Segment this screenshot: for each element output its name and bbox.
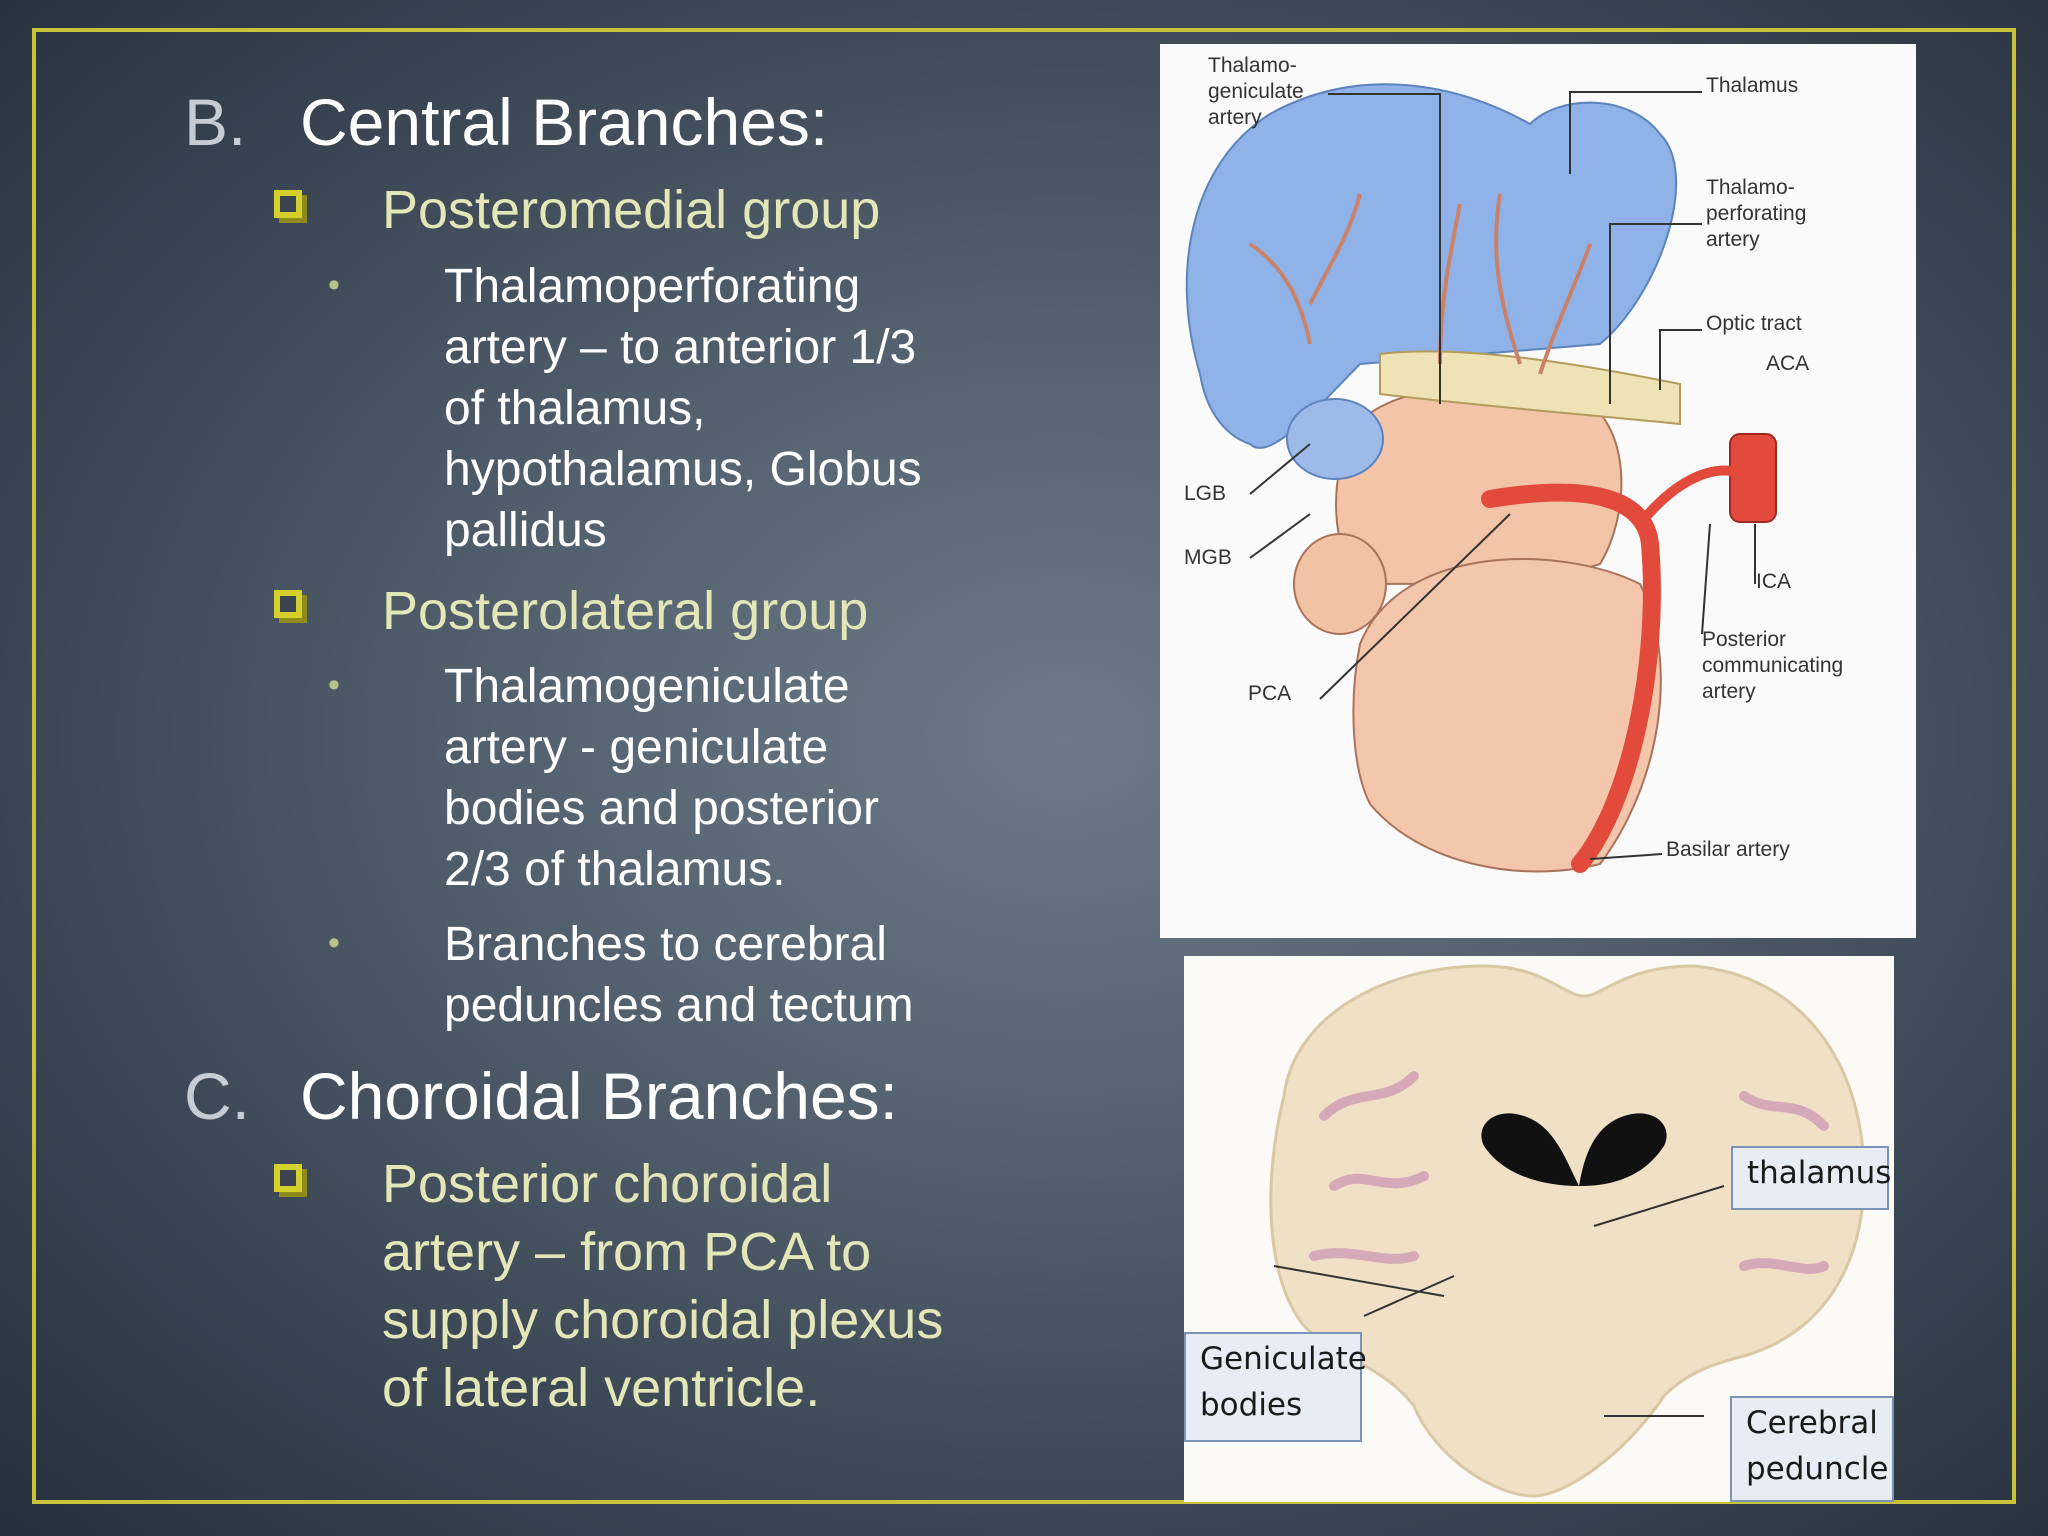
mgb-shape [1293, 533, 1387, 635]
label-thalamogeniculate-3: artery [1208, 106, 1262, 129]
text-line: Posterior choroidal [382, 1154, 833, 1214]
checkbox-bullet-icon [274, 1164, 302, 1192]
bullet-line: Thalamoperforating [444, 260, 861, 313]
section-b-title: Central Branches: [300, 85, 829, 159]
label-thalamoperforating-3: artery [1706, 228, 1760, 251]
thalamus-callout: thalamus [1731, 1146, 1892, 1210]
section-c-title: Choroidal Branches: [300, 1059, 898, 1133]
label-thalamoperforating-1: Thalamo- [1706, 176, 1795, 199]
thalamus-callout-text: thalamus [1747, 1155, 1892, 1191]
pons-shape [1352, 558, 1662, 873]
lgb-shape [1286, 398, 1384, 480]
bullet-dot-icon: • [328, 666, 340, 704]
bullet-line: artery – to anterior 1/3 [444, 321, 917, 374]
callout-line: bodies [1200, 1387, 1303, 1423]
label-pca: PCA [1248, 682, 1291, 705]
basilar-pca-artery [1481, 483, 1661, 873]
text-line: artery – from PCA to [382, 1222, 872, 1282]
callout-line: Cerebral [1746, 1405, 1878, 1441]
leader-lines [1249, 91, 1756, 860]
callout-line: Geniculate [1200, 1341, 1367, 1377]
ica-shape [1729, 433, 1777, 523]
cerebral-peduncle-callout: Cerebral peduncle [1730, 1396, 1894, 1502]
thalamic-branch-vessels [1248, 193, 1592, 375]
text-line: of lateral ventricle. [382, 1358, 821, 1418]
section-b-letter: B. [184, 85, 247, 159]
left-lateral-ventricle [1481, 1113, 1579, 1186]
bullet-dot-icon: • [328, 266, 340, 304]
label-thalamogeniculate-2: geniculate [1208, 80, 1304, 103]
optic-tract-shape [1379, 350, 1681, 426]
geniculate-bodies-callout: Geniculate bodies [1184, 1332, 1367, 1442]
cerebral-peduncles-bullet: Branches to cerebral peduncles and tectu… [444, 914, 914, 1036]
thalamus-shape [1185, 83, 1678, 449]
text-line: supply choroidal plexus [382, 1290, 944, 1350]
label-optic-tract: Optic tract [1706, 312, 1802, 335]
bullet-line: bodies and posterior [444, 782, 879, 835]
label-thalamoperforating-2: perforating [1706, 202, 1806, 225]
bullet-line: hypothalamus, Globus [444, 443, 922, 496]
thalamus-arterial-supply-figure: Thalamo- geniculate artery Thalamus Thal… [1160, 44, 1916, 938]
bullet-line: of thalamus, [444, 382, 706, 435]
bullet-line: Thalamogeniculate [444, 660, 850, 713]
leader-lines [1273, 1185, 1725, 1417]
brain-outline [1269, 964, 1866, 1498]
bullet-line: 2/3 of thalamus. [444, 843, 786, 896]
posterolateral-group-label: Posterolateral group [382, 581, 869, 641]
callout-line: peduncle [1746, 1451, 1889, 1487]
posteromedial-group-label: Posteromedial group [382, 180, 881, 240]
slide-frame [32, 28, 2016, 1504]
label-thalamus: Thalamus [1706, 74, 1798, 97]
right-lateral-ventricle [1579, 1113, 1667, 1186]
thalamogeniculate-bullet: Thalamogeniculate artery - geniculate bo… [444, 656, 879, 900]
thalamus-arterial-diagram: Thalamo- geniculate artery Thalamus Thal… [1184, 54, 1843, 873]
label-mgb: MGB [1184, 546, 1232, 569]
label-aca: ACA [1766, 352, 1809, 375]
posterior-choroidal-text: Posterior choroidal artery – from PCA to… [382, 1150, 943, 1422]
section-c-letter: C. [184, 1059, 250, 1133]
label-lgb: LGB [1184, 482, 1226, 505]
pcom-artery [1635, 465, 1745, 529]
label-pcom-2: communicating [1702, 654, 1843, 677]
checkbox-bullet-icon [274, 590, 302, 618]
bullet-line: artery - geniculate [444, 721, 829, 774]
label-pcom-1: Posterior [1702, 628, 1786, 651]
label-basilar-artery: Basilar artery [1666, 838, 1790, 861]
thalamoperforating-bullet: Thalamoperforating artery – to anterior … [444, 256, 922, 561]
coronal-brain-section-figure: thalamus Geniculate bodies Cerebral pedu… [1184, 956, 1894, 1502]
coronal-section-drawing [1269, 964, 1866, 1498]
label-ica: ICA [1756, 570, 1791, 593]
label-pcom-3: artery [1702, 680, 1756, 703]
cortex-gyri [1309, 1071, 1839, 1274]
bullet-line: Branches to cerebral [444, 918, 887, 971]
bullet-dot-icon: • [328, 924, 340, 962]
checkbox-bullet-icon [274, 190, 302, 218]
bullet-line: pallidus [444, 504, 607, 557]
label-thalamogeniculate-1: Thalamo- [1208, 54, 1297, 77]
bullet-line: peduncles and tectum [444, 979, 914, 1032]
